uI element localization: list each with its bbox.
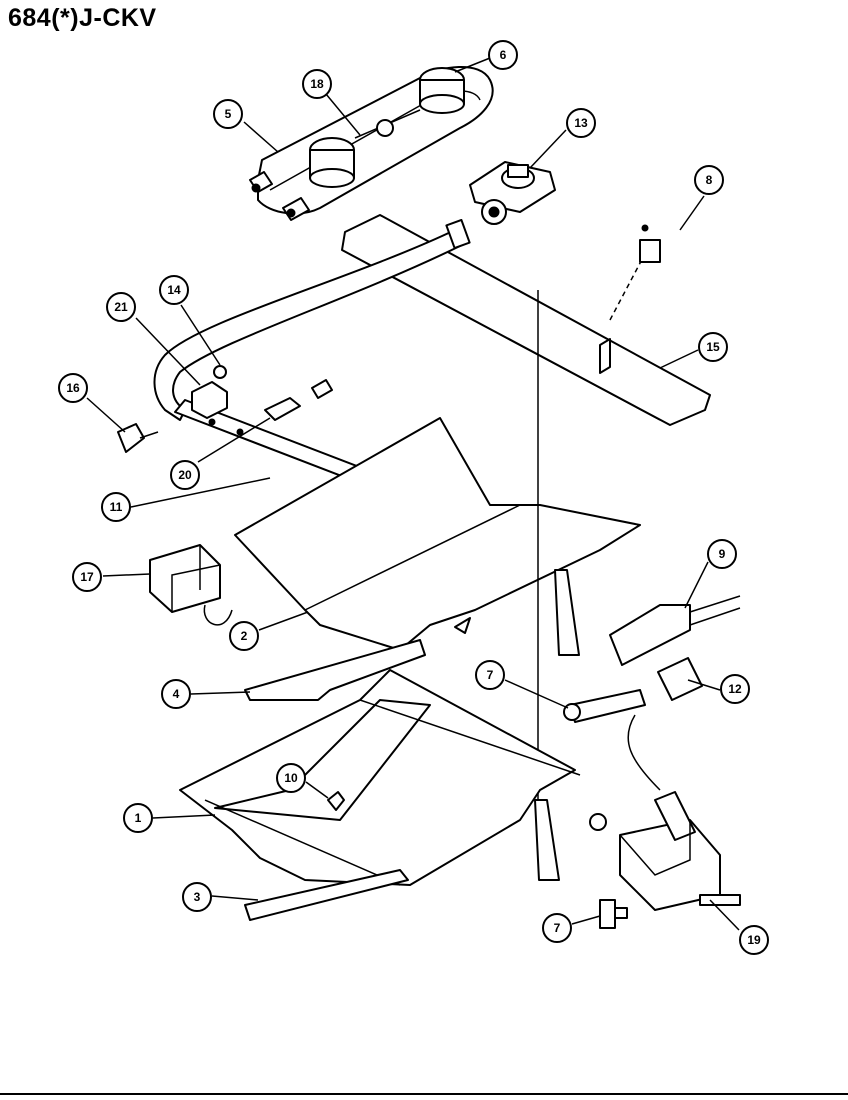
callout-label: 11 (110, 500, 123, 514)
callout-circle (106, 292, 136, 322)
callout-label: 18 (310, 77, 324, 91)
callout-c4: 4 (161, 679, 191, 709)
diagram-title: 684(*)J-CKV (8, 4, 157, 32)
part-13-body (469, 161, 556, 225)
baffle-1 (179, 669, 581, 886)
callout-c7b: 7 (542, 913, 572, 943)
valve-21-14 (191, 365, 333, 421)
callout-c19: 19 (739, 925, 769, 955)
callout-circle (72, 562, 102, 592)
callout-c8: 8 (694, 165, 724, 195)
callout-c16: 16 (58, 373, 88, 403)
callout-label: 4 (173, 687, 180, 701)
callout-label: 7 (487, 668, 494, 682)
callout-c15: 15 (698, 332, 728, 362)
callout-circle (566, 108, 596, 138)
callout-label: 12 (728, 682, 742, 696)
callout-label: 15 (706, 340, 720, 354)
part-9-igniter (609, 595, 741, 666)
callout-c14: 14 (159, 275, 189, 305)
callout-c9: 9 (707, 539, 737, 569)
callout-c1: 1 (123, 803, 153, 833)
callout-circle (276, 763, 306, 793)
callout-label: 5 (225, 107, 232, 121)
callout-c10: 10 (276, 763, 306, 793)
callout-label: 21 (114, 300, 128, 314)
callout-circle (58, 373, 88, 403)
callout-circle (542, 913, 572, 943)
callout-circle (302, 69, 332, 99)
part-7-upper (563, 657, 703, 791)
callout-circle (475, 660, 505, 690)
callout-label: 10 (284, 771, 298, 785)
callout-circle (698, 332, 728, 362)
callout-circle (213, 99, 243, 129)
callout-circle (123, 803, 153, 833)
valve-19 (589, 791, 741, 911)
callout-circle (161, 679, 191, 709)
callout-c17: 17 (72, 562, 102, 592)
leader-lines (86, 57, 740, 931)
callout-label: 14 (167, 283, 181, 297)
callout-label: 7 (554, 921, 561, 935)
part-7-lower (599, 899, 628, 929)
callout-circle (739, 925, 769, 955)
vertical-rods (534, 290, 580, 881)
callout-label: 8 (706, 173, 713, 187)
callout-circle (707, 539, 737, 569)
bracket-15 (341, 214, 711, 426)
part-17-switch (149, 544, 233, 626)
callout-c6: 6 (488, 40, 518, 70)
bracket-4 (244, 639, 426, 701)
callout-circle (694, 165, 724, 195)
callout-c5: 5 (213, 99, 243, 129)
callout-c18: 18 (302, 69, 332, 99)
callout-label: 13 (574, 116, 588, 130)
callout-c13: 13 (566, 108, 596, 138)
callout-circle (182, 882, 212, 912)
callout-c20: 20 (170, 460, 200, 490)
callout-c3: 3 (182, 882, 212, 912)
callout-c12: 12 (720, 674, 750, 704)
callout-label: 6 (500, 48, 507, 62)
callout-circle (159, 275, 189, 305)
callout-label: 20 (178, 468, 192, 482)
callout-label: 3 (194, 890, 201, 904)
callout-label: 16 (66, 381, 80, 395)
callout-circle (488, 40, 518, 70)
wingnut-10 (327, 791, 345, 811)
callout-c11: 11 (101, 492, 131, 522)
callout-circle (101, 492, 131, 522)
bracket-3 (244, 869, 409, 921)
callout-label: 2 (241, 629, 248, 643)
callout-label: 19 (747, 933, 761, 947)
callout-circle (720, 674, 750, 704)
callout-circle (170, 460, 200, 490)
top-burner-assembly (249, 66, 494, 221)
callout-c21: 21 (106, 292, 136, 322)
callout-label: 9 (719, 547, 726, 561)
callout-c2: 2 (229, 621, 259, 651)
part-16 (117, 423, 159, 453)
callout-label: 1 (135, 811, 142, 825)
callout-label: 17 (80, 570, 94, 584)
callout-c7a: 7 (475, 660, 505, 690)
callout-circle (229, 621, 259, 651)
